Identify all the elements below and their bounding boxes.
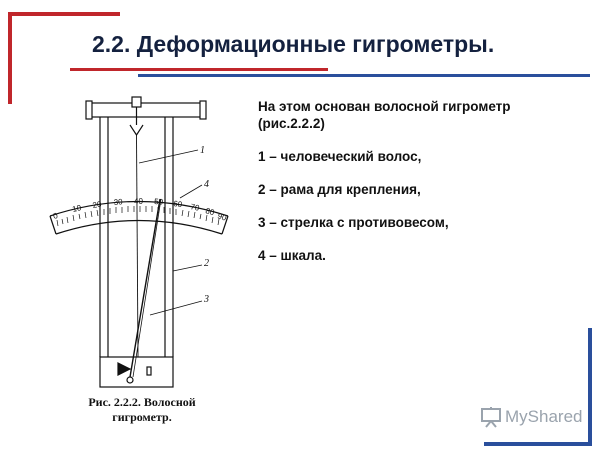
scale-tick-label: 60 bbox=[173, 199, 184, 209]
scale-ticks bbox=[56, 206, 220, 227]
list-item: 3 – стрелка с противовесом, bbox=[258, 215, 449, 230]
leader-line-3 bbox=[149, 300, 203, 316]
pointer-needle-edge bbox=[132, 198, 162, 378]
logo-text-my: My bbox=[505, 407, 528, 426]
scale-tick-label: 50 bbox=[154, 197, 164, 207]
scale-arc-inner bbox=[55, 219, 223, 235]
decor-top-red-bar bbox=[12, 12, 120, 16]
pivot-arrow bbox=[117, 362, 132, 376]
scale-tick-label: 10 bbox=[71, 203, 82, 214]
scale-right-end bbox=[221, 215, 229, 235]
pivot-point bbox=[126, 376, 134, 384]
part-label-2: 2 bbox=[204, 258, 209, 269]
scale-tick-label: 90 bbox=[216, 211, 228, 222]
part-label-4: 4 bbox=[204, 179, 209, 190]
leader-line-2 bbox=[172, 264, 203, 272]
bottom-block bbox=[99, 356, 174, 388]
content-text: На этом основан волосной гигрометр (рис.… bbox=[258, 98, 588, 280]
top-bracket bbox=[87, 102, 205, 118]
scale-arc-outer bbox=[49, 200, 229, 217]
intro-line-2: (рис.2.2.2) bbox=[258, 116, 325, 131]
myshared-logo[interactable]: MyShared bbox=[480, 406, 583, 428]
scale-tick-label: 20 bbox=[92, 200, 103, 210]
human-hair bbox=[136, 134, 139, 358]
title-underline-blue bbox=[138, 74, 590, 77]
intro-line-1: На этом основан волосной гигрометр bbox=[258, 99, 511, 114]
top-bracket-right-cap bbox=[199, 100, 207, 120]
leader-line-1 bbox=[138, 149, 199, 164]
list-item: 2 – рама для крепления, bbox=[258, 182, 421, 197]
scale-tick-label: 80 bbox=[204, 206, 215, 217]
pointer-needle bbox=[129, 198, 161, 378]
figure-caption: Рис. 2.2.2. Волосной гигрометр. bbox=[62, 395, 222, 425]
tension-screw bbox=[131, 96, 142, 108]
part-label-1: 1 bbox=[200, 145, 205, 156]
scale-tick-label: 0 bbox=[52, 211, 59, 221]
caption-line-1: Рис. 2.2.2. Волосной bbox=[88, 395, 196, 409]
counterweight-mark bbox=[146, 366, 152, 376]
hygrometer-diagram: 0 10 20 30 40 50 60 70 80 90 1 2 3 4 bbox=[49, 96, 229, 388]
slide-title: 2.2. Деформационные гигрометры. bbox=[92, 31, 495, 57]
part-label-3: 3 bbox=[203, 294, 209, 305]
scale-numbers: 0 10 20 30 40 50 60 70 80 90 bbox=[52, 197, 228, 223]
scale-tick-label: 40 bbox=[134, 197, 143, 206]
list-item: 4 – шкала. bbox=[258, 248, 326, 263]
caption-line-2: гигрометр. bbox=[112, 410, 172, 424]
presentation-board-icon bbox=[481, 407, 501, 428]
list-item: 1 – человеческий волос, bbox=[258, 149, 422, 164]
scale-tick-label: 30 bbox=[113, 197, 123, 207]
hair-clamp bbox=[129, 124, 144, 137]
decor-right-blue-bar bbox=[588, 328, 592, 446]
decor-bottom-blue-bar bbox=[484, 442, 588, 446]
hygrometer-figure: 0 10 20 30 40 50 60 70 80 90 1 2 3 4 bbox=[30, 95, 260, 395]
title-underline-red bbox=[70, 68, 328, 71]
decor-left-red-bar bbox=[8, 12, 12, 104]
intro-paragraph: На этом основан волосной гигрометр (рис.… bbox=[258, 98, 588, 132]
leader-line-4 bbox=[179, 184, 203, 199]
scale-left-end bbox=[49, 215, 57, 235]
top-bracket-left-cap bbox=[85, 100, 93, 120]
logo-text: MyShared bbox=[505, 407, 583, 427]
logo-text-shared: Shared bbox=[527, 407, 583, 426]
scale-tick-label: 70 bbox=[190, 202, 201, 213]
